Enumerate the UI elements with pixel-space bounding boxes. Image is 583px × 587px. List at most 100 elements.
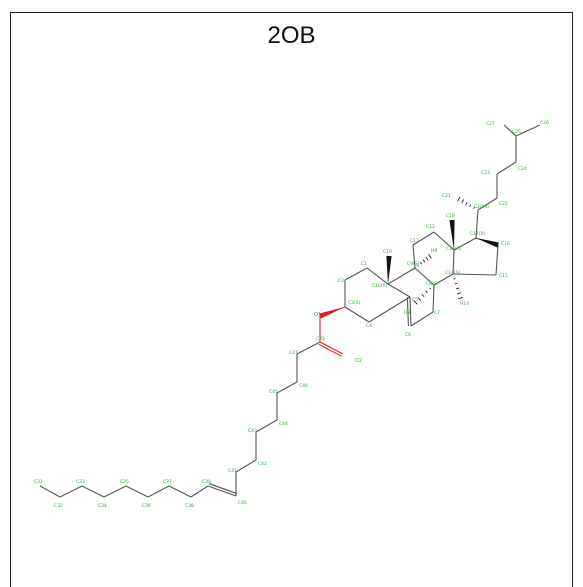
hash-bond bbox=[417, 297, 422, 301]
viewer-frame bbox=[10, 12, 573, 587]
bond bbox=[190, 485, 209, 498]
bond bbox=[433, 231, 455, 251]
atom-label-c16: C16 bbox=[501, 241, 510, 247]
double-bond bbox=[406, 297, 409, 327]
bond bbox=[412, 244, 416, 269]
atom-label-h8: H8 bbox=[404, 310, 410, 316]
wedge-bond-oxygen bbox=[319, 307, 345, 319]
hash-bond bbox=[457, 196, 461, 202]
atom-label-c4: C4 bbox=[366, 323, 372, 329]
bond bbox=[432, 284, 435, 313]
atom-label-c27: C27 bbox=[486, 121, 495, 127]
bond bbox=[81, 485, 105, 498]
atom-label-c20: C20(R) bbox=[474, 204, 490, 210]
bond bbox=[207, 485, 237, 497]
atom-label-c41: C41 bbox=[228, 468, 237, 474]
hash-bond bbox=[473, 206, 475, 209]
atom-label-c34: C34 bbox=[98, 503, 107, 509]
atom-label-c25: C25 bbox=[512, 129, 521, 135]
atom-label-c33: C33 bbox=[76, 479, 85, 485]
atom-label-c36: C36 bbox=[142, 503, 151, 509]
atom-label-c22: C22 bbox=[499, 201, 508, 207]
bond bbox=[433, 273, 454, 286]
atom-label-c6: C6 bbox=[405, 332, 411, 338]
bond bbox=[475, 209, 479, 239]
bond bbox=[495, 244, 499, 276]
hash-bond bbox=[469, 204, 472, 207]
bond bbox=[235, 459, 257, 473]
double-bond bbox=[208, 483, 238, 495]
bond bbox=[453, 237, 477, 251]
atom-label-c17: C17(R) bbox=[470, 231, 486, 237]
double-bond bbox=[318, 343, 343, 357]
bond bbox=[296, 341, 321, 355]
hash-bond bbox=[422, 259, 426, 263]
bond bbox=[168, 485, 192, 498]
atom-label-c1: C1 bbox=[361, 261, 367, 267]
bond bbox=[387, 267, 416, 285]
hash-bond bbox=[425, 256, 429, 261]
hash-bond bbox=[425, 290, 428, 294]
bond bbox=[344, 267, 368, 281]
bond bbox=[477, 197, 498, 211]
hash-bond bbox=[413, 300, 418, 305]
atom-label-c43: C43 bbox=[248, 428, 257, 434]
atom-label-layer: C27C25C26C24C23C22C21C20(R)C18C12C17(R)C… bbox=[34, 120, 549, 509]
atom-label-c12: C12 bbox=[426, 224, 435, 230]
atom-label-c9: C9(S) bbox=[407, 261, 420, 267]
atom-label-c3: C3(S) bbox=[348, 300, 361, 306]
hash-bond bbox=[429, 287, 432, 290]
wedge-bond bbox=[449, 219, 455, 250]
atom-label-c15: C15 bbox=[499, 273, 508, 279]
bond bbox=[368, 296, 411, 323]
hash-bond bbox=[417, 264, 419, 267]
atom-label-o1: O1 bbox=[314, 312, 321, 318]
atom-label-c10: C10(R) bbox=[372, 283, 388, 289]
bond bbox=[125, 485, 149, 498]
atom-label-c8: C8(S) bbox=[426, 281, 439, 287]
bond bbox=[387, 283, 411, 298]
hash-bond bbox=[454, 282, 458, 285]
double-bond bbox=[319, 341, 344, 355]
atom-label-c45: C45 bbox=[269, 389, 278, 395]
hash-bond bbox=[457, 297, 464, 300]
bond-layer bbox=[39, 124, 541, 498]
atom-label-c14: C14(S) bbox=[445, 270, 460, 276]
bond bbox=[147, 485, 170, 498]
bond bbox=[414, 267, 435, 286]
hash-bond bbox=[421, 293, 425, 298]
atom-label-c11: C11 bbox=[410, 238, 419, 244]
hash-bond bbox=[461, 199, 465, 204]
bond bbox=[39, 485, 61, 498]
bond bbox=[412, 231, 435, 246]
hash-bond bbox=[455, 287, 460, 290]
atom-label-c18: C18 bbox=[446, 213, 455, 219]
atom-label-c31: C31 bbox=[34, 479, 43, 485]
atom-label-c23: C23 bbox=[481, 170, 490, 176]
wedge-bond bbox=[386, 255, 392, 284]
molecule-title: 2OB bbox=[267, 22, 316, 49]
hash-bond bbox=[456, 292, 462, 295]
atom-label-c28: C28 bbox=[316, 336, 325, 342]
bond bbox=[59, 485, 83, 498]
atom-label-c35: C35 bbox=[120, 479, 129, 485]
bond bbox=[452, 273, 497, 276]
atom-label-c5: C5 bbox=[412, 297, 418, 303]
bond bbox=[410, 311, 434, 327]
atom-label-c13: C13(R) bbox=[446, 246, 462, 252]
atom-label-h9: H9 bbox=[431, 248, 437, 254]
bond bbox=[255, 419, 278, 433]
hash-bond bbox=[453, 278, 456, 280]
bond bbox=[496, 161, 517, 175]
bond bbox=[103, 485, 127, 498]
atom-label-c2: C2 bbox=[338, 278, 344, 284]
hash-bond bbox=[419, 262, 423, 265]
atom-label-c38: C38 bbox=[185, 503, 194, 509]
atom-label-c44: C44 bbox=[279, 421, 288, 427]
atom-label-c32: C32 bbox=[54, 503, 63, 509]
hash-bond bbox=[428, 254, 432, 259]
atom-label-c26: C26 bbox=[540, 120, 549, 126]
bond bbox=[366, 267, 389, 285]
bond bbox=[344, 306, 370, 323]
